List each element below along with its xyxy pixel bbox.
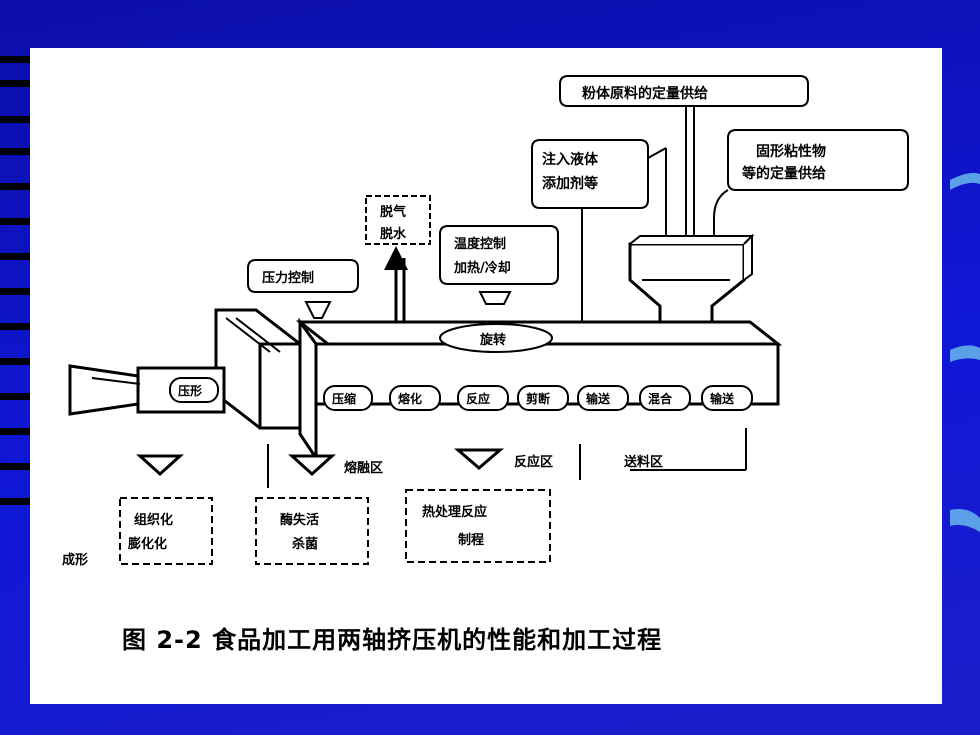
- die-nozzle: 压形: [68, 364, 226, 416]
- barrel-zone: 剪断: [517, 385, 569, 411]
- barrel-zone: 压缩: [323, 385, 373, 411]
- barrel-zone: 输送: [701, 385, 753, 411]
- powder-feed-label: 粉体原料的定量供给: [582, 85, 708, 102]
- barrel-zone: 熔化: [389, 385, 441, 411]
- pressure-label: 压力控制: [262, 270, 314, 286]
- barrel-zone-list: 压缩 熔化 反应 剪断 输送 混合: [323, 385, 753, 411]
- temperature-line2: 加热/冷却: [453, 260, 511, 276]
- solid-feed-line2: 等的定量供给: [742, 165, 826, 182]
- die-plate: [214, 308, 302, 430]
- extruder-diagram: 粉体原料的定量供给 注入液体 添加剂等 固形粘性物 等的定量供给: [62, 75, 909, 568]
- barrel-zone: 反应: [457, 385, 509, 411]
- rotation-label: 旋转: [479, 332, 506, 348]
- die-label: 压形: [178, 384, 202, 398]
- diagram-panel: 粉体原料的定量供给 注入液体 添加剂等 固形粘性物 等的定量供给: [30, 48, 942, 704]
- callout-temperature: 温度控制 加热/冷却: [439, 225, 559, 305]
- left-stripe-decoration: [0, 0, 30, 735]
- zone-label-feed: 送料区: [623, 454, 663, 470]
- temperature-line1: 温度控制: [454, 236, 506, 252]
- callout-powder-feed: 粉体原料的定量供给: [559, 75, 809, 246]
- output-middle: 熔融区 酶失活 杀菌: [255, 444, 383, 565]
- svg-text:输送: 输送: [710, 391, 735, 406]
- zone-label-react: 反应区: [514, 454, 553, 470]
- out-left-line1: 组织化: [134, 512, 173, 528]
- barrel-zone: 输送: [577, 385, 629, 411]
- svg-text:压缩: 压缩: [332, 391, 356, 406]
- figure-caption: 图 2-2 食品加工用两轴挤压机的性能和加工过程: [122, 626, 663, 654]
- output-right: 反应区 送料区 热处理反应 制程: [405, 428, 747, 563]
- hopper: [628, 233, 755, 336]
- liquid-add-line1: 注入液体: [542, 151, 599, 168]
- svg-text:混合: 混合: [648, 391, 673, 406]
- out-right-line2: 制程: [458, 532, 484, 548]
- solid-feed-line1: 固形粘性物: [756, 143, 826, 160]
- barrel-zone: 混合: [639, 385, 691, 411]
- degas-line2: 脱水: [380, 226, 407, 242]
- out-mid-line2: 杀菌: [292, 536, 318, 552]
- output-left: 组织化 膨化化 成形: [62, 454, 213, 568]
- svg-text:熔化: 熔化: [398, 391, 422, 406]
- svg-text:反应: 反应: [466, 391, 490, 406]
- degas-line1: 脱气: [380, 204, 406, 220]
- out-right-line1: 热处理反应: [422, 504, 487, 520]
- left-note-label: 成形: [62, 552, 88, 568]
- out-mid-line1: 酶失活: [280, 512, 319, 528]
- liquid-add-line2: 添加剂等: [542, 175, 598, 192]
- zone-label-melt: 熔融区: [344, 460, 383, 476]
- out-left-line2: 膨化化: [127, 536, 167, 552]
- callout-degas: 脱气 脱水: [365, 195, 431, 338]
- callout-solid-feed: 固形粘性物 等的定量供给: [713, 129, 909, 248]
- svg-text:输送: 输送: [586, 391, 611, 406]
- svg-text:剪断: 剪断: [526, 391, 550, 406]
- right-swoosh-decoration: [950, 172, 980, 532]
- callout-pressure: 压力控制: [247, 259, 359, 319]
